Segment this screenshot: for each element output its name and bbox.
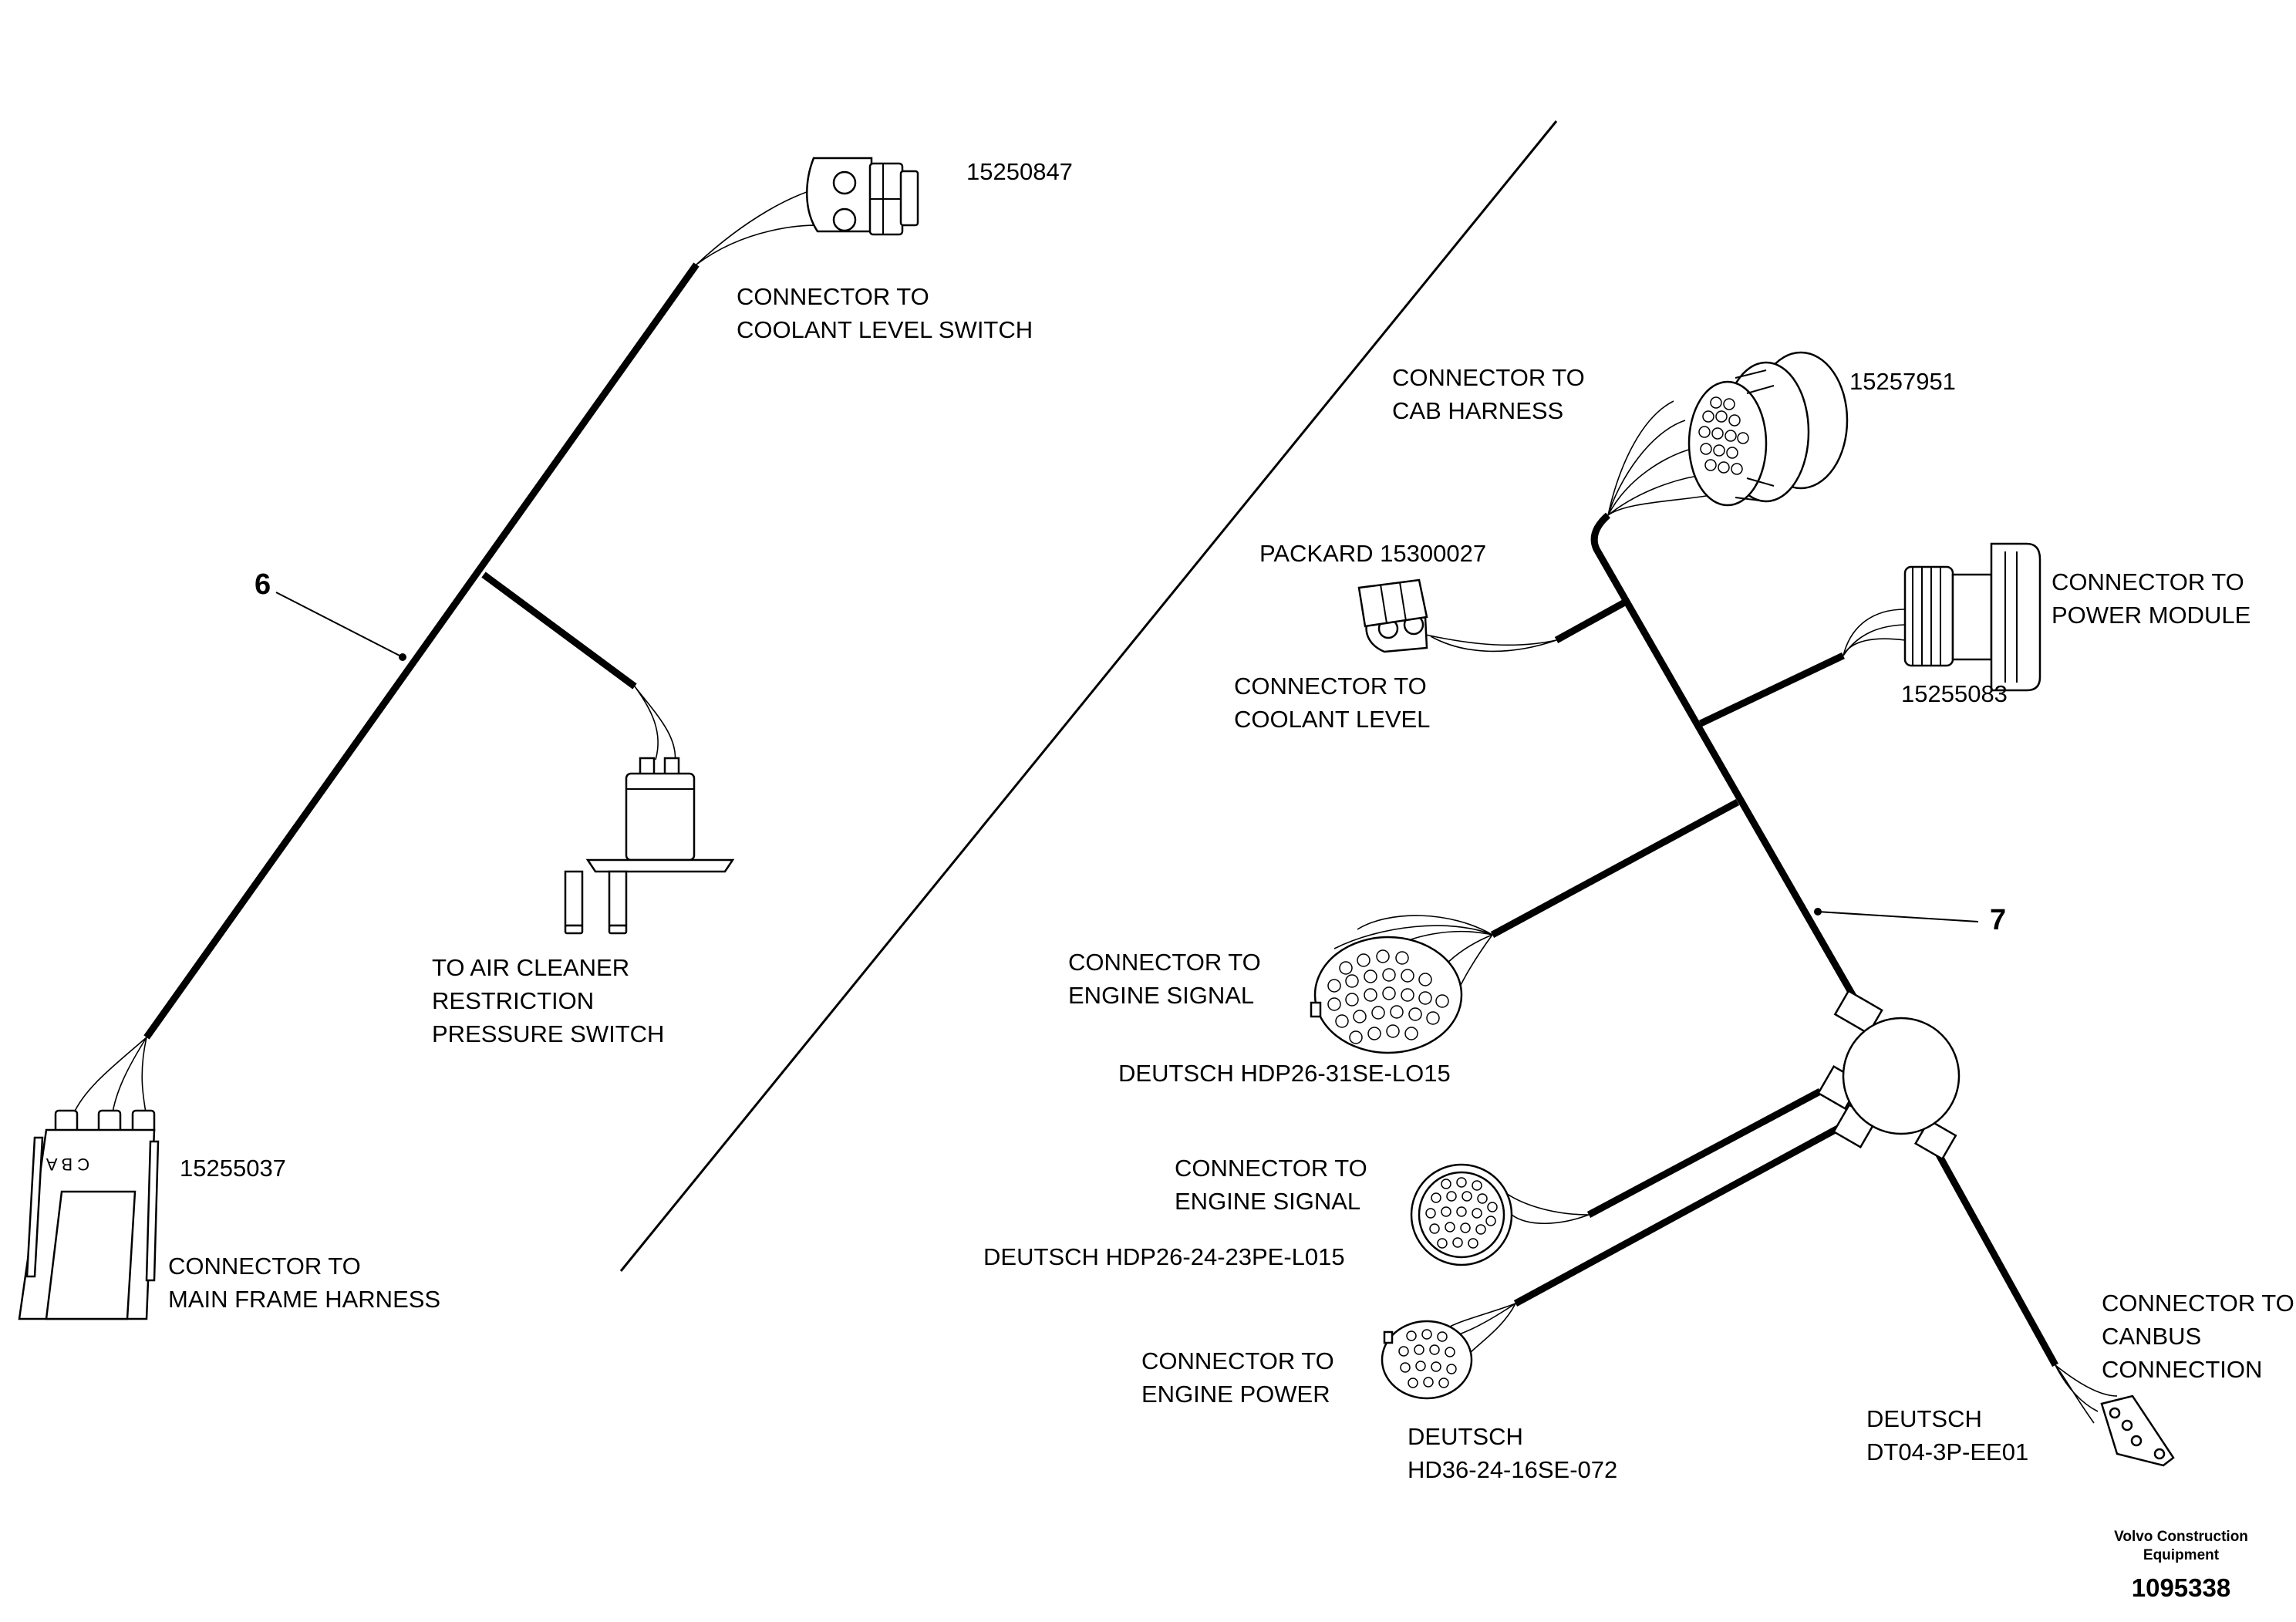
engine-power-part-2: HD36-24-16SE-072 [1408, 1456, 1617, 1483]
engine-signal-1-pins [1327, 949, 1449, 1044]
coolant-level-label-1: CONNECTOR TO [1234, 673, 1427, 700]
air-cleaner-label-2: RESTRICTION [432, 987, 594, 1014]
canbus-label-1: CONNECTOR TO [2102, 1290, 2294, 1317]
coolant-level-wires [1414, 632, 1557, 653]
air-cleaner-wires [634, 686, 676, 764]
branch-coolant-level [1554, 597, 1631, 643]
footer: Volvo Construction Equipment 1095338 [2114, 1529, 2248, 1602]
cab-part-no: 15257951 [1849, 368, 1956, 395]
main-frame-wires [72, 1037, 147, 1118]
engine-power-label-1: CONNECTOR TO [1141, 1347, 1334, 1374]
callout-6: 6 [255, 568, 271, 601]
engine-signal-2-wires [1503, 1191, 1590, 1224]
engine-signal-1-part-label: DEUTSCH HDP26-31SE-LO15 [1118, 1060, 1451, 1087]
air-cleaner-label-3: PRESSURE SWITCH [432, 1020, 664, 1047]
coolant-level-label-2: COOLANT LEVEL [1234, 706, 1430, 733]
cab-harness-wires [1607, 400, 1721, 516]
coolant-level-part-label: PACKARD 15300027 [1259, 540, 1486, 567]
engine-signal-2-connector [1410, 1163, 1513, 1266]
power-module-label-1: CONNECTOR TO [2052, 568, 2244, 595]
brand-line-2: Equipment [2143, 1547, 2220, 1563]
engine-signal-2-pins [1425, 1177, 1498, 1249]
engine-power-connector [1381, 1320, 1473, 1400]
engine-signal-2-label-1: CONNECTOR TO [1175, 1155, 1367, 1182]
main-frame-harness-connector: C B A [18, 1109, 160, 1320]
cab-harness-connector [1687, 351, 1849, 507]
branch-engine-signal-1 [1490, 799, 1740, 938]
canbus-wires [2055, 1364, 2118, 1424]
air-cleaner-label-1: TO AIR CLEANER [432, 954, 629, 981]
coolant-switch-label-1: CONNECTOR TO [737, 283, 929, 310]
power-module-connector [1903, 542, 2041, 692]
coolant-level-switch-connector [806, 157, 919, 236]
engine-power-label-2: ENGINE POWER [1141, 1381, 1330, 1408]
canbus-part-1: DEUTSCH [1866, 1405, 1982, 1432]
drawing-number: 1095338 [2132, 1573, 2230, 1602]
cab-label-1: CONNECTOR TO [1392, 364, 1585, 391]
main-frame-label-1: CONNECTOR TO [168, 1253, 361, 1280]
branch-engine-signal-2 [1586, 1088, 1822, 1218]
engine-power-pins [1398, 1329, 1457, 1388]
harness-7-trunk-lower [1933, 1147, 2058, 1367]
canbus-part-2: DT04-3P-EE01 [1866, 1438, 2028, 1465]
main-frame-label-2: MAIN FRAME HARNESS [168, 1286, 440, 1313]
harness-6-branch-air-cleaner [481, 572, 637, 690]
coolant-switch-part-no: 15250847 [966, 158, 1073, 185]
air-cleaner-pressure-switch [564, 757, 735, 935]
branch-engine-power [1513, 1125, 1842, 1307]
main-frame-part-no: 15255037 [180, 1155, 286, 1182]
coolant-switch-label-2: COOLANT LEVEL SWITCH [737, 316, 1033, 343]
power-module-label-2: POWER MODULE [2052, 602, 2250, 629]
harness-7: 7 CONNECTOR TO CAB HARNESS 15257951 PACK… [983, 351, 2294, 1483]
callout-7-leader [1817, 911, 1979, 922]
branch-power-module [1699, 652, 1845, 727]
harness-7-junction [1816, 990, 1961, 1161]
divider-line [619, 120, 1558, 1272]
engine-signal-2-label-2: ENGINE SIGNAL [1175, 1188, 1360, 1215]
harness-7-trunk [1590, 512, 1858, 1001]
engine-signal-2-part-label: DEUTSCH HDP26-24-23PE-L015 [983, 1243, 1345, 1270]
engine-signal-1-label-2: ENGINE SIGNAL [1068, 982, 1254, 1009]
coolant-level-connector [1357, 578, 1428, 653]
engine-power-part-1: DEUTSCH [1408, 1423, 1523, 1450]
power-module-wires [1843, 609, 1910, 656]
engine-signal-1-connector [1310, 936, 1463, 1054]
harness-6-trunk [143, 262, 700, 1040]
harness-6: C B A 6 15250847 CONNECTOR TO COOLANT LE… [18, 157, 1073, 1320]
canbus-label-3: CONNECTION [2102, 1356, 2262, 1383]
callout-7: 7 [1990, 904, 2006, 936]
canbus-label-2: CANBUS [2102, 1323, 2201, 1350]
pin-letters: C B A [46, 1155, 90, 1174]
engine-signal-1-label-1: CONNECTOR TO [1068, 949, 1261, 976]
power-module-part-no: 15255083 [1901, 680, 2008, 707]
cab-label-2: CAB HARNESS [1392, 397, 1563, 424]
callout-6-leader [275, 592, 403, 658]
brand-line-1: Volvo Construction [2114, 1529, 2248, 1545]
callout-6-dot [399, 653, 406, 661]
canbus-connector [2100, 1394, 2175, 1467]
